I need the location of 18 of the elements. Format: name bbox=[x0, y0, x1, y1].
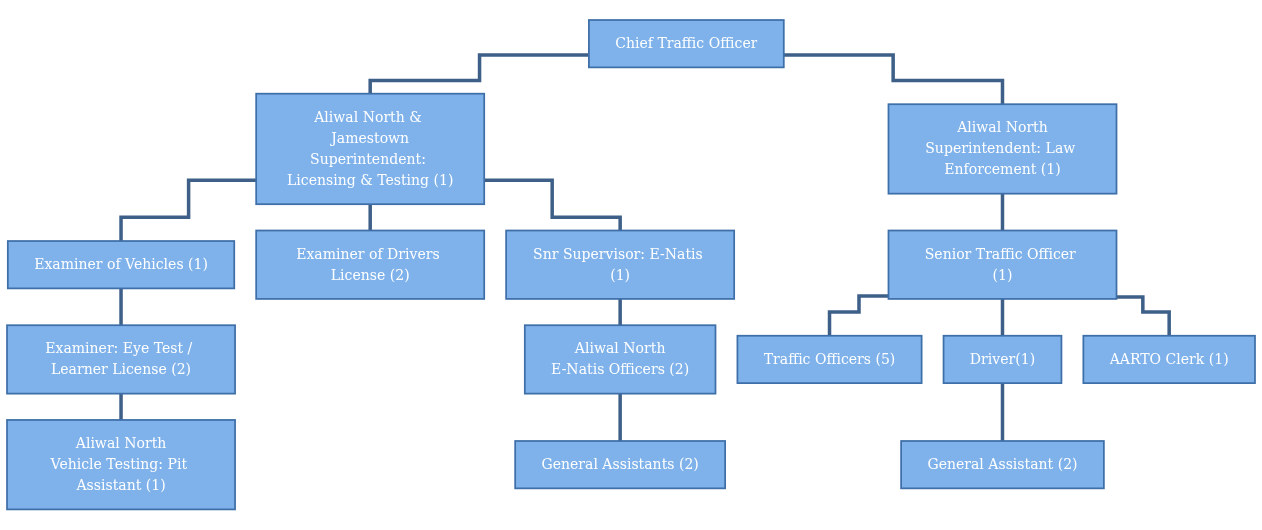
node-box: Aliwal North Superintendent: Law Enforcement (1) bbox=[887, 103, 1118, 195]
node-box: General Assistants (2) bbox=[514, 440, 726, 490]
connector bbox=[827, 294, 889, 338]
node-box: Snr Supervisor: E-Natis (1) bbox=[505, 229, 736, 301]
connector bbox=[1116, 295, 1171, 338]
node-box: Aliwal North Vehicle Testing: Pit Assistant (1) bbox=[6, 419, 236, 511]
node-box: General Assistant (2) bbox=[900, 440, 1105, 490]
connector bbox=[119, 392, 123, 422]
node-box: Traffic Officers (5) bbox=[736, 335, 923, 385]
node-box: AARTO Clerk (1) bbox=[1082, 335, 1256, 385]
node-box: Senior Traffic Officer (1) bbox=[887, 229, 1118, 301]
node-box: Aliwal North & Jamestown Superintendent: Licensing & Testing (1) bbox=[255, 93, 486, 206]
node-box: Examiner of Drivers License (2) bbox=[255, 229, 486, 301]
node-box: Driver(1) bbox=[942, 335, 1063, 385]
node-box: Aliwal North E-Natis Officers (2) bbox=[523, 324, 717, 395]
node-box: Examiner: Eye Test / Learner License (2) bbox=[6, 324, 236, 395]
node-box: Chief Traffic Officer bbox=[588, 19, 785, 69]
node-box: Examiner of Vehicles (1) bbox=[6, 240, 236, 290]
